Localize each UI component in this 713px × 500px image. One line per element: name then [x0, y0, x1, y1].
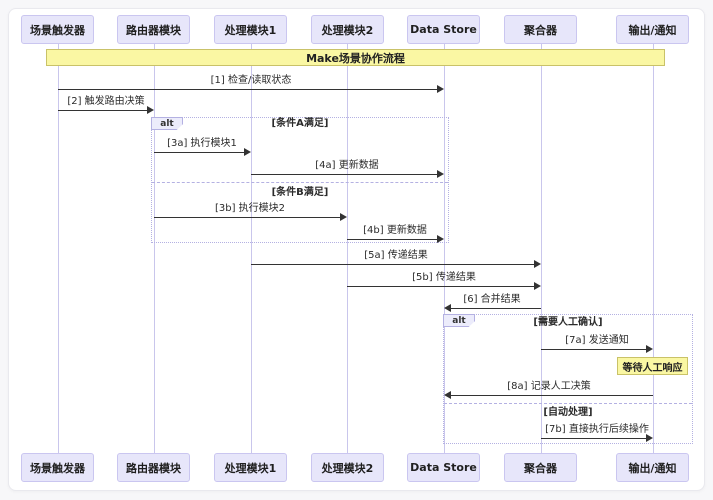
message-4b-label: [4b] 更新数据 [363, 225, 427, 236]
message-7a-label: [7a] 发送通知 [565, 335, 629, 346]
message-5b-arrowhead-icon [534, 282, 541, 290]
message-3a-arrowhead-icon [244, 148, 251, 156]
message-4a-line [251, 174, 438, 175]
participant-bottom-output-notify: 输出/通知 [616, 453, 689, 482]
alt-fragment-1-condition-b: [条件B满足] [271, 187, 329, 198]
participant-top-output-notify: 输出/通知 [616, 15, 689, 44]
message-2-arrowhead-icon [147, 106, 154, 114]
participant-top-scene-trigger: 场景触发器 [21, 15, 94, 44]
alt-fragment-1: alt [条件A满足] [条件B满足] [151, 117, 449, 243]
message-7a-line [541, 349, 647, 350]
participant-top-process-module-2: 处理模块2 [311, 15, 384, 44]
message-2-label: [2] 触发路由决策 [67, 96, 145, 107]
diagram-title-banner: Make场景协作流程 [46, 49, 665, 66]
message-1-label: [1] 检查/读取状态 [210, 75, 292, 86]
alt-fragment-1-condition-a: [条件A满足] [271, 118, 329, 129]
lifeline-output-notify [653, 44, 654, 453]
participant-top-data-store: Data Store [407, 15, 480, 44]
message-2-line [58, 110, 148, 111]
message-3b-label: [3b] 执行模块2 [214, 203, 286, 214]
message-1-arrowhead-icon [437, 85, 444, 93]
alt-fragment-1-operator-tab: alt [151, 117, 183, 130]
message-3b-line [154, 217, 341, 218]
message-7b-arrowhead-icon [646, 434, 653, 442]
alt-fragment-2-divider [444, 403, 692, 404]
message-3a-label: [3a] 执行模块1 [167, 138, 237, 149]
message-6-label: [6] 合并结果 [463, 294, 521, 305]
participant-top-aggregator: 聚合器 [504, 15, 577, 44]
message-5a-line [251, 264, 535, 265]
alt-fragment-2-condition-b: [自动处理] [543, 407, 593, 418]
wait-human-response-note: 等待人工响应 [617, 357, 688, 375]
participant-bottom-router-module: 路由器模块 [117, 453, 190, 482]
message-5a-arrowhead-icon [534, 260, 541, 268]
alt-fragment-2: alt [需要人工确认] [自动处理] [443, 314, 693, 444]
message-3b-arrowhead-icon [340, 213, 347, 221]
participant-bottom-scene-trigger: 场景触发器 [21, 453, 94, 482]
lifeline-aggregator [541, 44, 542, 453]
participant-bottom-process-module-1: 处理模块1 [214, 453, 287, 482]
participant-bottom-process-module-2: 处理模块2 [311, 453, 384, 482]
message-5b-label: [5b] 传递结果 [412, 272, 476, 283]
message-5a-label: [5a] 传递结果 [364, 250, 428, 261]
alt-fragment-1-divider [152, 182, 448, 183]
lifeline-router-module [154, 44, 155, 453]
message-4b-arrowhead-icon [437, 235, 444, 243]
message-4b-line [347, 239, 438, 240]
message-8a-arrowhead-icon [444, 391, 451, 399]
message-7a-arrowhead-icon [646, 345, 653, 353]
diagram-canvas: 场景触发器 路由器模块 处理模块1 处理模块2 Data Store 聚合器 输… [8, 8, 705, 491]
message-5b-line [347, 286, 535, 287]
message-8a-label: [8a] 记录人工决策 [507, 381, 591, 392]
message-6-arrowhead-icon [444, 304, 451, 312]
participant-bottom-data-store: Data Store [407, 453, 480, 482]
lifeline-data-store [444, 44, 445, 453]
alt-fragment-2-operator-tab: alt [443, 314, 475, 327]
message-7b-label: [7b] 直接执行后续操作 [545, 424, 649, 435]
message-3a-line [154, 152, 245, 153]
participant-bottom-aggregator: 聚合器 [504, 453, 577, 482]
participant-top-router-module: 路由器模块 [117, 15, 190, 44]
message-1-line [58, 89, 438, 90]
message-4a-arrowhead-icon [437, 170, 444, 178]
lifeline-process-module-1 [251, 44, 252, 453]
message-7b-line [541, 438, 647, 439]
lifeline-scene-trigger [58, 44, 59, 453]
lifeline-process-module-2 [347, 44, 348, 453]
alt-fragment-2-condition-a: [需要人工确认] [533, 317, 603, 328]
message-6-line [450, 308, 541, 309]
participant-top-process-module-1: 处理模块1 [214, 15, 287, 44]
message-8a-line [450, 395, 653, 396]
message-4a-label: [4a] 更新数据 [315, 160, 379, 171]
